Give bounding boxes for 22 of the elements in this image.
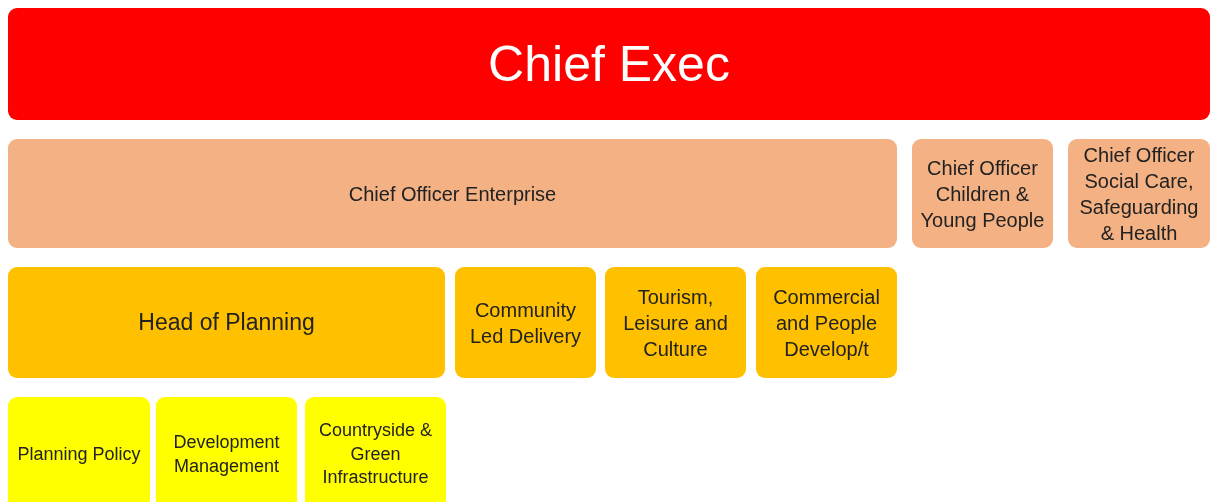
box-label: Head of Planning — [138, 307, 315, 337]
box-label: Tourism, Leisure and Culture — [622, 284, 729, 362]
team-box — [305, 397, 446, 502]
service-box — [756, 267, 897, 378]
service-box — [605, 267, 746, 378]
box-label: Development Management — [172, 431, 281, 478]
officer-box — [8, 139, 897, 248]
box-label: Planning Policy — [17, 442, 141, 466]
executive-box — [8, 8, 1210, 120]
box-label: Chief Officer Social Care, Safeguarding & Health — [1078, 142, 1200, 246]
box-label: Community Led Delivery — [468, 297, 583, 349]
team-box — [156, 397, 297, 502]
box-label: Commercial and People Develop/t — [772, 284, 881, 362]
officer-box — [912, 139, 1053, 248]
box-label: Chief Officer Children & Young People — [919, 155, 1046, 233]
title-text: Chief Exec — [488, 34, 730, 94]
officer-box — [1068, 139, 1210, 248]
service-box — [8, 267, 445, 378]
service-box — [455, 267, 596, 378]
box-label: Chief Officer Enterprise — [348, 181, 557, 207]
team-box — [8, 397, 150, 502]
box-label: Countryside & Green Infrastructure — [317, 419, 434, 490]
